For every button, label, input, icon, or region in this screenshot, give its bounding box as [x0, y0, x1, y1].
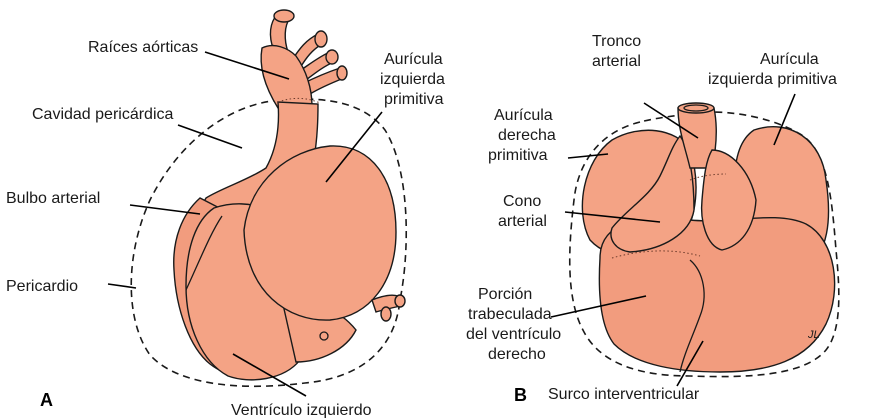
label-trabeculated-line3: del ventrículo [466, 326, 561, 343]
label-trabeculated-line2: trabeculada [468, 306, 552, 323]
label-trabeculated-line4: derecho [488, 346, 546, 363]
label-truncus-line1: Tronco [592, 33, 641, 50]
label-left-atrium-a-line1: Aurícula [384, 51, 443, 68]
panel-a: Raíces aórticas Aurícula izquierda primi… [6, 10, 445, 418]
label-pericardium: Pericardio [6, 278, 78, 295]
label-aortic-roots: Raíces aórticas [88, 39, 198, 56]
label-right-atrium-line2: derecha [498, 127, 556, 144]
label-left-atrium-a-line3: primitiva [384, 91, 444, 108]
label-left-atrium-b-line1: Aurícula [760, 51, 819, 68]
panel-letter-b: B [514, 385, 527, 405]
label-left-atrium-b-line2: izquierda primitiva [708, 71, 837, 88]
leader-pericardial-cavity [178, 125, 242, 148]
label-bulbus: Bulbo arterial [6, 190, 100, 207]
panel-b: Tronco arterial Aurícula izquierda primi… [466, 33, 839, 405]
label-left-atrium-a-line2: izquierda [380, 71, 445, 88]
aortic-roots-shape [261, 10, 347, 108]
label-conus-line2: arterial [498, 213, 547, 230]
panel-letter-a: A [40, 390, 53, 410]
label-sulcus: Surco interventricular [548, 386, 700, 403]
label-trabeculated-line1: Porción [478, 286, 532, 303]
label-conus-line1: Cono [503, 193, 541, 210]
label-pericardial-cavity: Cavidad pericárdica [32, 106, 174, 123]
label-right-atrium-line3: primitiva [488, 147, 548, 164]
artist-signature: JL [807, 329, 820, 341]
label-left-ventricle: Ventrículo izquierdo [231, 402, 372, 418]
label-right-atrium-line1: Aurícula [494, 107, 553, 124]
label-truncus-line2: arterial [592, 53, 641, 70]
